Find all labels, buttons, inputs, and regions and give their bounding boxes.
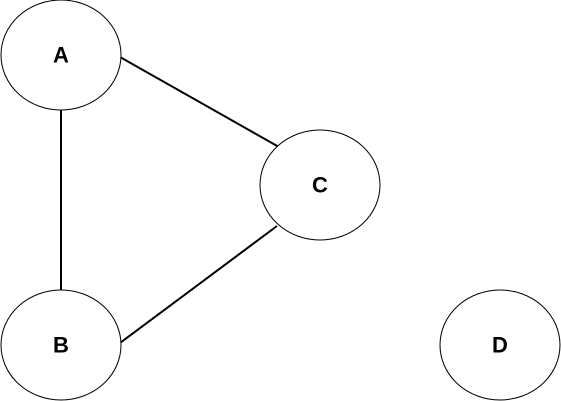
edge-a-c [119,56,280,148]
node-c-label: C [312,173,328,198]
node-a-circle [0,0,122,111]
node-a[interactable]: A [0,0,122,111]
node-b-label: B [53,333,69,358]
node-d-circle [439,289,561,401]
node-d[interactable]: D [439,289,561,401]
node-d-label: D [492,333,508,358]
edges [60,56,280,344]
edge-c-b [119,225,278,344]
node-b[interactable]: B [0,289,122,401]
node-a-label: A [53,43,69,68]
node-c[interactable]: C [259,129,381,241]
node-c-circle [259,129,381,241]
node-b-circle [0,289,122,401]
